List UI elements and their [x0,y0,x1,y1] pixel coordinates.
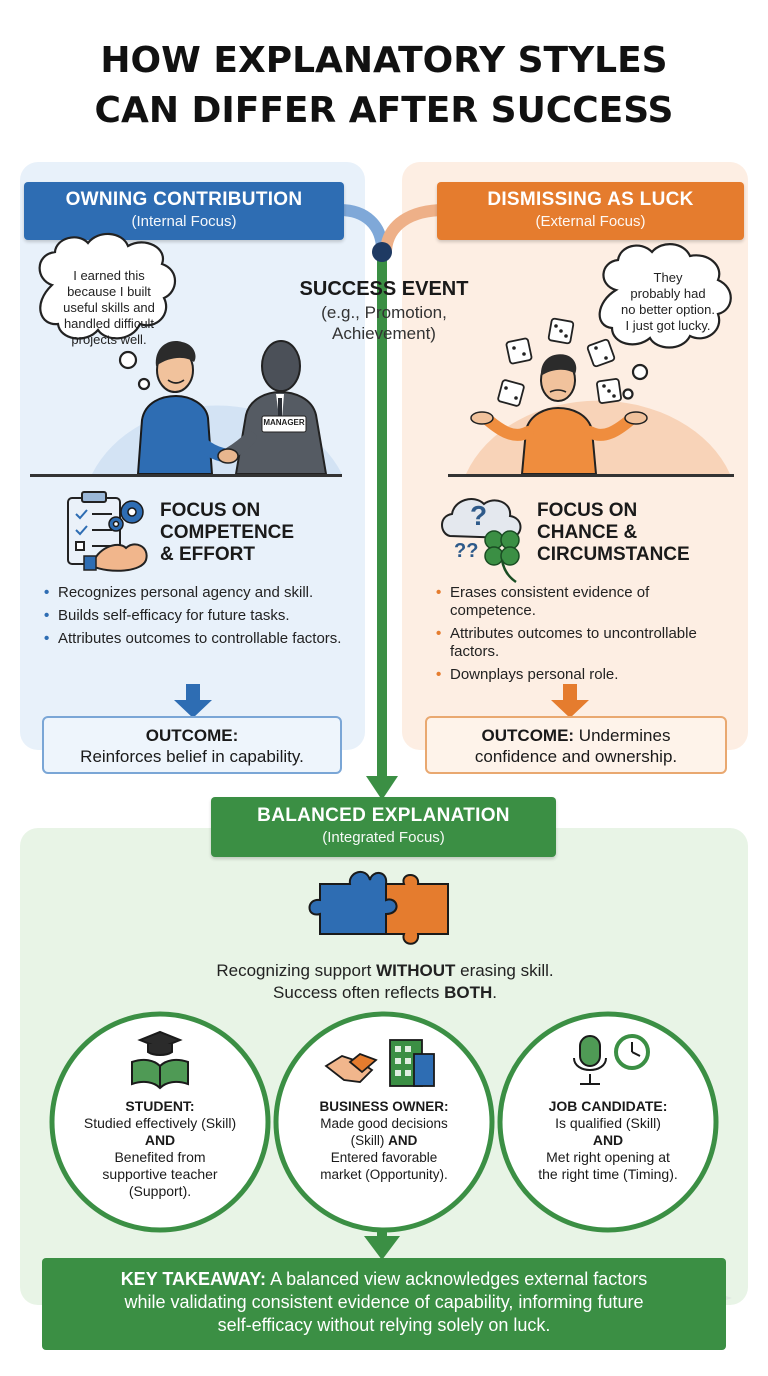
left-down-arrow [174,684,212,718]
question-mark-big: ? [470,500,488,531]
list-item: Builds self-efficacy for future tasks. [44,607,342,625]
dismissing-luck-header: DISMISSING AS LUCK (External Focus) [437,182,744,240]
center-arrow-head [366,776,398,800]
clover-icon [484,530,520,584]
success-event-node [372,242,392,262]
right-thought-text: They probably had no better option. I ju… [621,270,715,333]
job-candidate-circle [497,1011,719,1233]
right-outcome-box: OUTCOME: Undermines confidence and owner… [425,716,727,774]
balanced-summary: Recognizing support WITHOUT erasing skil… [216,961,554,1002]
left-bullet-list: Recognizes personal agency and skill. Bu… [44,584,342,653]
key-takeaway-box: KEY TAKEAWAY: A balanced view acknowledg… [42,1258,726,1350]
microphone-icon [573,1035,607,1085]
owning-contribution-header: OWNING CONTRIBUTION (Internal Focus) [24,182,344,240]
thought-cloud-right-icon [598,243,732,400]
right-connector-line [380,204,451,256]
list-item: Attributes outcomes to uncontrollable fa… [436,625,732,661]
list-item: Recognizes personal agency and skill. [44,584,342,602]
thought-cloud-icon [38,232,177,391]
balanced-explanation-header: BALANCED EXPLANATION (Integrated Focus) [211,797,556,857]
gear-icon [108,500,144,532]
left-outcome-box: OUTCOME: Reinforces belief in capability… [42,716,342,774]
page-title: HOW EXPLANATORY STYLES CAN DIFFER AFTER … [94,40,674,131]
person-blue-icon [136,341,257,475]
bottom-arrow-head [364,1236,400,1260]
building-icon [389,1039,435,1087]
question-cloud-icon [441,498,522,540]
center-down-line [377,258,387,778]
list-item: Attributes outcomes to controllable fact… [44,630,342,648]
student-example: STUDENT: Studied effectively (Skill) AND… [83,1098,237,1199]
left-thought-text: I earned this because I built useful ski… [63,268,155,347]
right-focus-title: FOCUS ON CHANCE & CIRCUMSTANCE [537,500,690,565]
business-owner-example: BUSINESS OWNER: Made good decisions (Ski… [319,1099,449,1182]
success-event-label: SUCCESS EVENT (e.g., Promotion, Achievem… [299,278,469,343]
left-focus-title: FOCUS ON COMPETENCE & EFFORT [160,500,295,565]
list-item: Downplays personal role. [436,666,732,684]
manager-figure-icon [234,340,328,475]
right-bullet-list: Erases consistent evidence of competence… [436,584,732,689]
student-circle [49,1011,271,1233]
right-down-arrow [551,684,589,718]
puzzle-pieces-icon [308,870,449,945]
flexed-arm-icon [83,543,148,572]
job-candidate-example: JOB CANDIDATE: Is qualified (Skill) AND … [538,1098,678,1182]
graduation-book-icon [131,1030,189,1090]
handshake-icon [324,1052,378,1083]
clock-icon [614,1034,650,1070]
manager-badge: MANAGER [263,418,305,427]
shrugging-person-icon [470,354,648,475]
question-marks-small: ?? [454,540,479,562]
list-item: Erases consistent evidence of competence… [436,584,732,620]
